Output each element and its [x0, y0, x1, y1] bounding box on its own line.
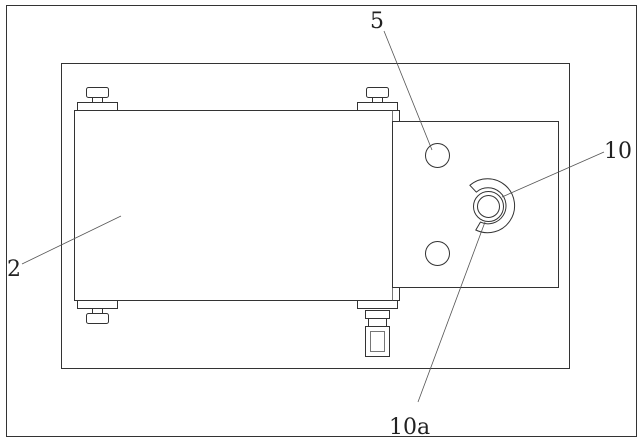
outer-frame	[6, 5, 637, 437]
clip-inner-ring-inner	[477, 195, 500, 218]
label-5: 5	[370, 9, 384, 34]
lower-hole	[425, 241, 450, 266]
leader-line-10a	[417, 221, 486, 403]
label-2: 2	[7, 257, 21, 282]
c-clip	[469, 178, 516, 234]
clip-inner-ring-outer	[473, 191, 504, 222]
base-plate	[61, 63, 570, 369]
leader-line-2	[21, 215, 122, 265]
label-10: 10	[604, 139, 632, 164]
label-10a: 10a	[389, 415, 430, 440]
leader-line-10	[501, 151, 605, 198]
top-left-knob	[77, 87, 118, 111]
housing-body	[74, 110, 400, 301]
bottom-left-knob	[77, 300, 118, 324]
bottom-right-connector	[357, 300, 398, 357]
leader-line-5	[383, 30, 433, 151]
side-plate	[392, 121, 559, 288]
upper-hole	[425, 143, 450, 168]
top-right-knob	[357, 87, 398, 111]
